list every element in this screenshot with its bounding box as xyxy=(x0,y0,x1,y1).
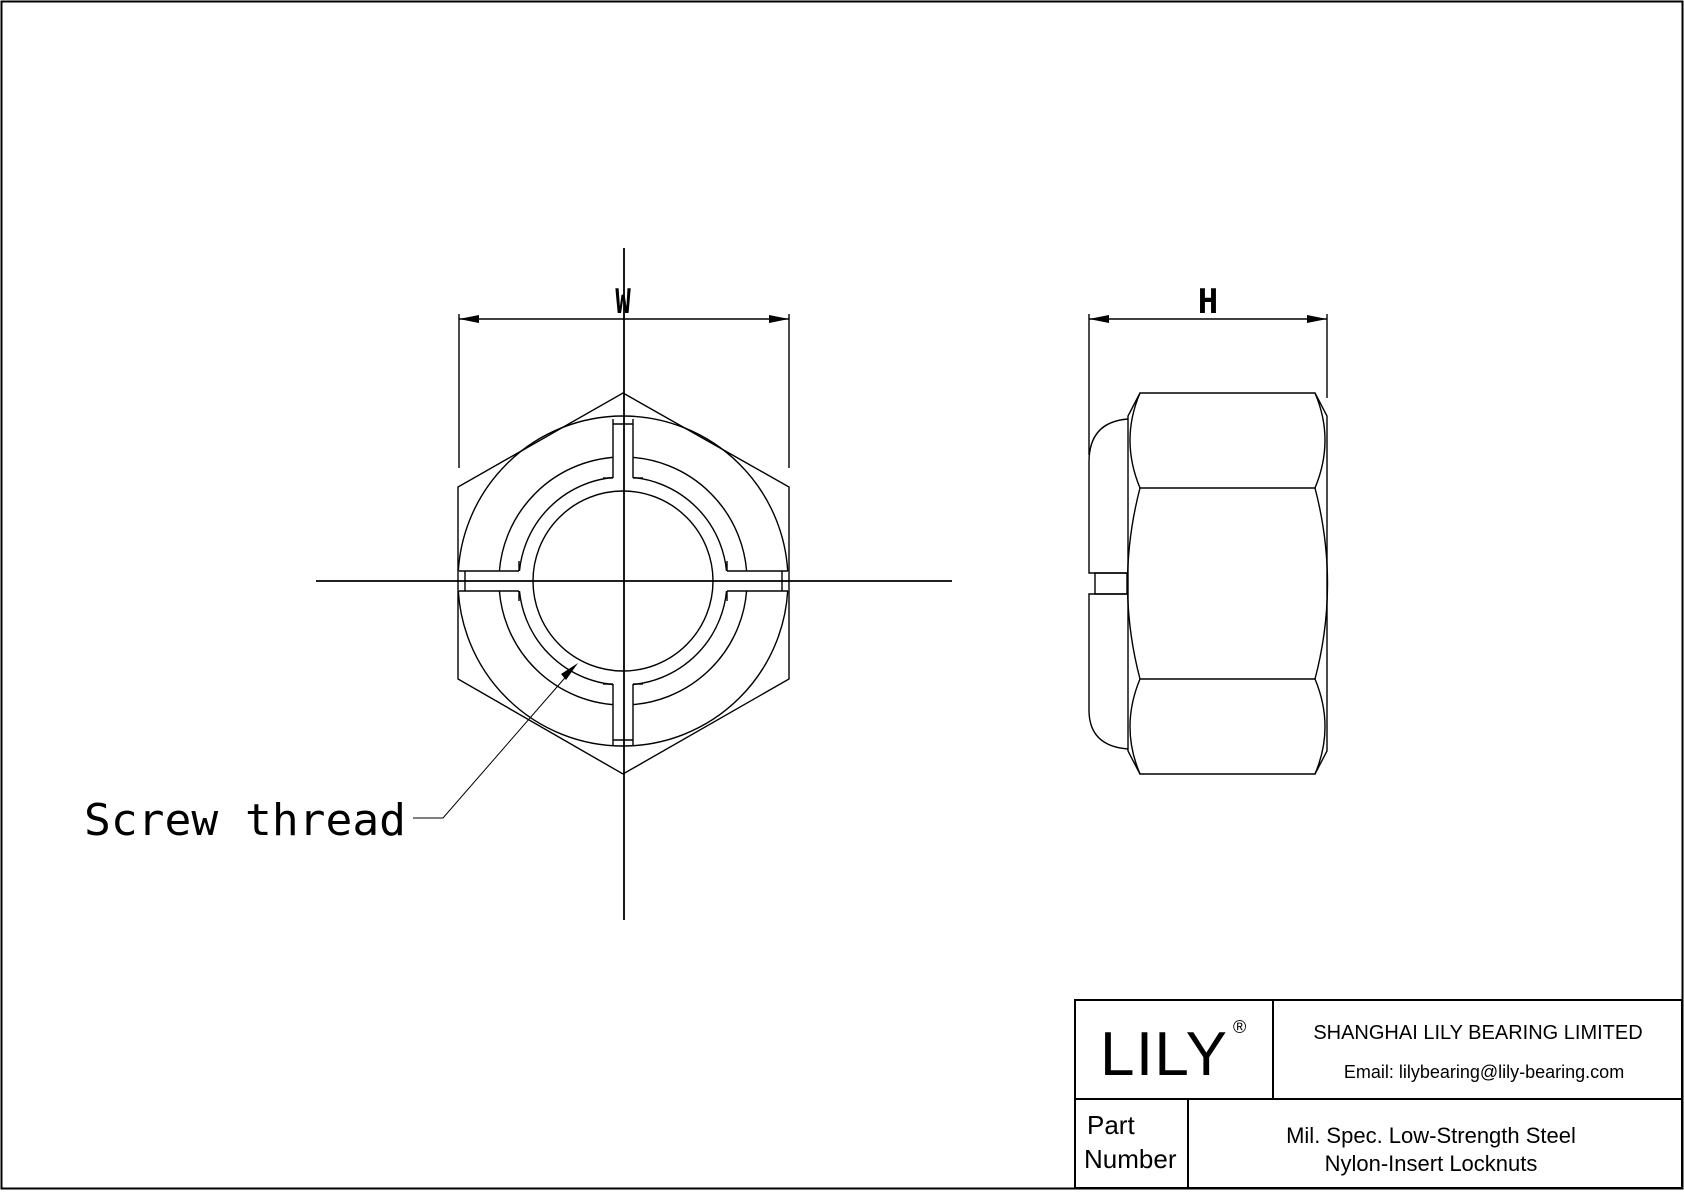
registered-mark: ® xyxy=(1233,1017,1246,1037)
company-email: Email: lilybearing@lily-bearing.com xyxy=(1344,1062,1624,1082)
h-dimension-label: H xyxy=(1198,282,1218,322)
company-logo: LILY xyxy=(1100,1020,1227,1089)
part-number-label-line2: Number xyxy=(1084,1144,1177,1174)
hex-outline xyxy=(457,392,790,775)
outer-chamfer-circle xyxy=(457,415,789,747)
nylon-insert-cap-top xyxy=(1088,418,1129,574)
part-description-line1: Mil. Spec. Low-Strength Steel xyxy=(1286,1123,1576,1148)
side-view xyxy=(1088,314,1329,775)
chamfer-arc-mid-r xyxy=(1314,487,1329,680)
slot-bottom xyxy=(603,683,643,745)
slot-left xyxy=(459,561,520,601)
nut-body-outline xyxy=(1127,392,1328,775)
chamfer-arc-top-r xyxy=(1314,392,1326,489)
part-description-line2: Nylon-Insert Locknuts xyxy=(1325,1151,1538,1176)
chamfer-arc-bot-r xyxy=(1314,678,1326,775)
nylon-insert-cap-bottom xyxy=(1088,593,1129,750)
company-name: SHANGHAI LILY BEARING LIMITED xyxy=(1313,1022,1642,1044)
front-view xyxy=(316,248,952,920)
slot-top xyxy=(603,419,643,479)
screw-thread-leader xyxy=(413,671,571,819)
w-dimension-label: W xyxy=(615,282,631,322)
leader-arrowhead xyxy=(561,663,578,680)
chamfer-arc-top xyxy=(1129,392,1141,489)
part-number-label-line1: Part xyxy=(1087,1110,1135,1140)
title-block xyxy=(1074,999,1683,1189)
chamfer-arc-mid xyxy=(1126,487,1141,680)
chamfer-arc-bot xyxy=(1129,678,1141,775)
screw-thread-label: Screw thread xyxy=(84,795,406,846)
title-block-frame xyxy=(1074,999,1683,1189)
nylon-insert-gap xyxy=(1094,572,1128,595)
